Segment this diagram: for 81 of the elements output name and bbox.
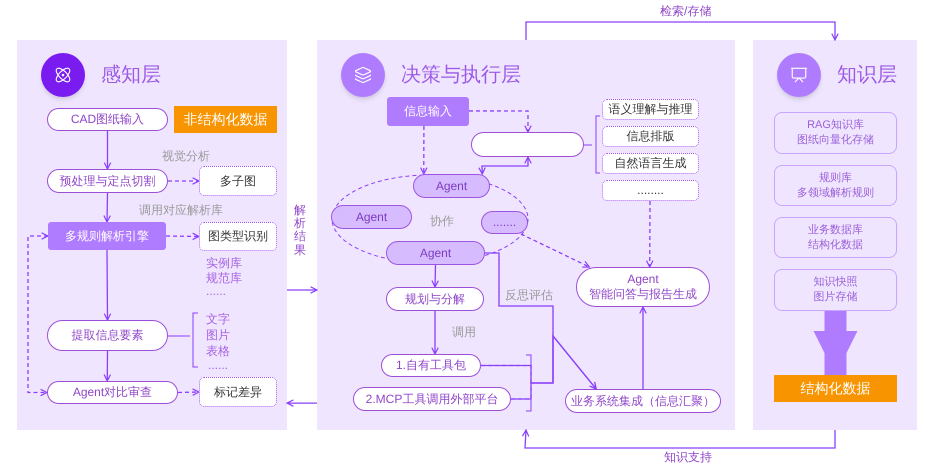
output-box: ........ (602, 180, 699, 201)
annotation-text: 协作 (430, 214, 454, 228)
edge-label: 检索/存储 (660, 4, 712, 18)
knowledge-box (774, 269, 897, 311)
layer-title: 决策与执行层 (401, 63, 521, 88)
box-heading: 知识快照 (814, 275, 858, 290)
arrow (646, 201, 654, 268)
process-pill: Agent对比审查 (47, 381, 178, 404)
arrow (168, 177, 200, 185)
edge-label: 知识支持 (664, 450, 712, 464)
agent-pill: Agent (386, 241, 485, 265)
block-arrow (814, 311, 858, 375)
annotation-text: 文字 (206, 312, 230, 326)
process-pill: CAD图纸输入 (47, 108, 168, 131)
output-box: 多子图 (199, 166, 277, 196)
box-heading: RAG知识库 (807, 118, 864, 133)
layer-panel (17, 40, 287, 430)
box-text: 图纸向量化存储 (797, 133, 874, 148)
output-box: 图类型识别 (199, 222, 277, 251)
arrow (104, 131, 112, 170)
annotation-text: ...... (208, 358, 228, 372)
output-box: 自然语言生成 (602, 153, 699, 174)
process-pill (576, 267, 710, 307)
knowledge-box (774, 165, 897, 206)
process-box: 信息输入 (387, 97, 469, 126)
output-box: 信息排版 (602, 126, 699, 147)
process-pill: 提取信息要素 (47, 320, 168, 351)
layer-title: 知识层 (837, 63, 897, 88)
arrow (522, 429, 836, 449)
data-tag: 非结构化数据 (174, 106, 277, 133)
arrow (478, 156, 532, 175)
agent-pill: ....... (481, 211, 528, 234)
arrow (166, 232, 200, 240)
annotation-text: 图片 (206, 328, 230, 342)
arrow (287, 286, 318, 294)
data-tag: 结构化数据 (774, 375, 897, 402)
annotation-text: 调用对应解析库 (139, 203, 223, 217)
layer-title: 感知层 (101, 63, 161, 88)
knowledge-box (774, 217, 897, 258)
agent-pill: Agent (413, 174, 490, 198)
arrow (27, 232, 49, 396)
empty-pill (471, 132, 584, 157)
annotation-text: 反思评估 (505, 288, 553, 302)
annotation-text: 表格 (206, 344, 230, 358)
box-text: 多领域解析规则 (797, 186, 874, 200)
box-text: 图片存储 (814, 290, 858, 305)
process-pill: 规划与分解 (386, 287, 484, 311)
arrow (431, 311, 439, 355)
process-pill: 业务系统集成（信息汇聚） (565, 389, 721, 413)
knowledge-box (774, 112, 897, 154)
edge-label: 解析结果 (294, 204, 306, 257)
box-heading: 规则库 (819, 170, 852, 186)
process-box: 多规则解析引擎 (48, 222, 166, 250)
box-heading: Agent (627, 272, 659, 287)
box-text: 结构化数据 (808, 238, 863, 252)
box-text: 智能问答与报告生成 (589, 287, 697, 302)
arrow (103, 192, 111, 223)
box-heading: 业务数据库 (808, 222, 863, 238)
output-box: 标记差异 (199, 377, 277, 407)
arrow (420, 126, 428, 175)
annotation-text: ...... (206, 284, 226, 298)
process-pill: 1.自有工具包 (381, 354, 481, 377)
arrow (511, 334, 597, 400)
annotation-text: 调用 (452, 325, 476, 339)
arrow (431, 264, 439, 288)
arrow (286, 399, 317, 407)
process-pill: 预处理与定点切割 (47, 169, 168, 193)
layer-panel (753, 40, 917, 430)
arrow (525, 21, 839, 41)
layer-panel (317, 40, 735, 430)
agent-pill: Agent (331, 205, 412, 229)
arrow (469, 110, 532, 133)
arrow (104, 250, 112, 321)
arrow (520, 233, 590, 268)
annotation-text: 视觉分析 (162, 149, 210, 163)
process-pill: 2.MCP工具调用外部平台 (353, 387, 511, 411)
arrow (639, 306, 647, 389)
arrow (104, 351, 112, 382)
arrow (178, 388, 200, 396)
annotation-text: 规范库 (206, 271, 242, 285)
output-box: 语义理解与推理 (602, 99, 699, 120)
